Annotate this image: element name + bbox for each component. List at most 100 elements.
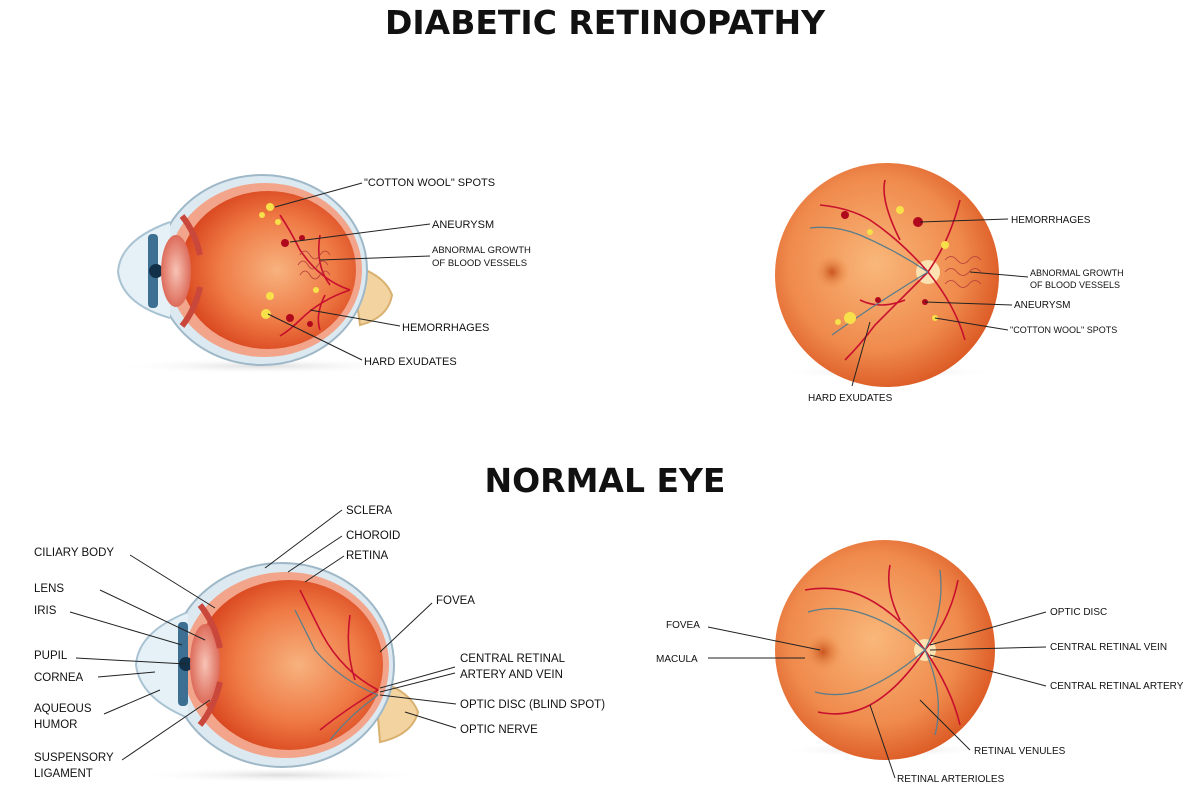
exudate-spot	[844, 312, 856, 324]
leader-line	[97, 671, 156, 678]
exudate-spot	[266, 292, 274, 300]
fundus-label-arterioles: RETINAL ARTERIOLES	[897, 774, 1005, 785]
label-cornea: CORNEA	[34, 672, 84, 684]
fundus-disc	[775, 163, 999, 387]
label-hemorrhages: HEMORRHAGES	[402, 322, 489, 334]
ciliary-body	[179, 214, 203, 256]
cornea	[134, 611, 189, 719]
leader-line	[924, 301, 1013, 306]
fundus-label-cotton-wool: "COTTON WOOL" SPOTS	[1010, 325, 1117, 335]
fundus-label-fovea: FOVEA	[666, 620, 700, 631]
vessel	[279, 214, 351, 291]
vessel	[819, 204, 929, 273]
vein	[807, 607, 926, 651]
fundus-label-venules: RETINAL VENULES	[974, 746, 1066, 757]
leader-line	[319, 255, 431, 261]
diabetic-side-eye	[112, 174, 412, 374]
vein	[294, 609, 379, 696]
label-retina: RETINA	[346, 550, 389, 562]
label-abnormal-growth: ABNORMAL GROWTH	[432, 245, 531, 256]
leader-line	[274, 182, 363, 208]
vein	[924, 569, 942, 651]
vein	[924, 649, 939, 736]
abnormal-vessel	[944, 256, 982, 264]
vessel	[299, 589, 379, 691]
leader-line	[851, 321, 871, 387]
macula	[814, 254, 850, 290]
leader-line	[129, 554, 216, 609]
label-aneurysm: ANEURYSM	[432, 219, 494, 231]
pupil	[149, 264, 163, 278]
normal-title: NORMAL EYE	[485, 461, 726, 500]
leader-line	[289, 223, 431, 243]
exudate-spot	[896, 206, 904, 214]
leader-line	[379, 602, 433, 653]
vessel	[859, 299, 906, 306]
label-suspensory-ligament-2: LIGAMENT	[34, 768, 93, 780]
exudate-spot	[835, 319, 841, 325]
exudate-spot	[259, 212, 265, 218]
ciliary-body	[179, 286, 203, 328]
hemorrhage-spot	[913, 217, 923, 227]
fundus-label-central-artery: CENTRAL RETINAL ARTERY	[1050, 681, 1184, 692]
label-sclera: SCLERA	[346, 505, 392, 517]
leader-line	[969, 271, 1029, 278]
leader-line	[69, 611, 183, 646]
hemorrhage-spot	[299, 235, 305, 241]
exudate-spot	[867, 229, 873, 235]
abnormal-vessel	[297, 260, 329, 270]
fundus-label-abnormal-growth-2: OF BLOOD VESSELS	[1030, 280, 1120, 290]
label-aqueous-humor-2: HUMOR	[34, 719, 77, 731]
exudate-spot	[261, 309, 271, 319]
vessel	[924, 649, 961, 726]
leader-line	[304, 555, 345, 583]
abnormal-vessel	[944, 280, 982, 288]
leader-line	[919, 218, 1009, 223]
label-pupil: PUPIL	[34, 650, 68, 662]
fundus-label-hemorrhages: HEMORRHAGES	[1011, 215, 1091, 226]
exudate-spot	[275, 219, 281, 225]
vessel	[844, 271, 929, 361]
retina	[180, 191, 356, 349]
eye-shadow	[130, 767, 430, 783]
vessel	[927, 271, 966, 341]
vessel	[279, 289, 351, 337]
hemorrhage-spot	[281, 239, 289, 247]
leader-line	[287, 535, 343, 573]
label-iris: IRIS	[34, 605, 57, 617]
leader-line	[379, 666, 456, 689]
hemorrhage-spot	[307, 321, 313, 327]
leader-line	[934, 317, 1009, 331]
leader-line	[75, 657, 187, 665]
vein	[329, 694, 379, 741]
leader-line	[103, 689, 161, 715]
abnormal-vessel	[299, 270, 331, 280]
hemorrhage-spot	[841, 211, 849, 219]
hemorrhage-spot	[286, 314, 294, 322]
label-cotton-wool: "COTTON WOOL" SPOTS	[364, 177, 495, 189]
vessel	[319, 689, 379, 731]
label-ciliary-body: CILIARY BODY	[34, 547, 114, 559]
label-hard-exudates: HARD EXUDATES	[364, 356, 457, 368]
label-suspensory-ligament: SUSPENSORY	[34, 752, 114, 764]
vein	[809, 226, 929, 273]
fundus-disc	[775, 540, 995, 760]
hemorrhage-spot	[875, 297, 881, 303]
leader-line	[264, 509, 343, 569]
label-fovea: FOVEA	[436, 595, 475, 607]
fundus-label-macula: MACULA	[656, 654, 698, 665]
leader-line	[929, 611, 1047, 646]
vessel	[804, 587, 926, 651]
vessel	[317, 294, 326, 331]
diabetic-title: DIABETIC RETINOPATHY	[385, 3, 826, 42]
vessel	[887, 564, 901, 621]
vein	[814, 649, 926, 696]
ciliary-body	[197, 603, 223, 649]
label-optic-disc: OPTIC DISC (BLIND SPOT)	[460, 699, 605, 711]
vein	[831, 271, 929, 336]
leader-line	[869, 704, 896, 779]
lens	[161, 235, 191, 307]
exudate-spot	[941, 241, 949, 249]
label-lens: LENS	[34, 583, 64, 595]
